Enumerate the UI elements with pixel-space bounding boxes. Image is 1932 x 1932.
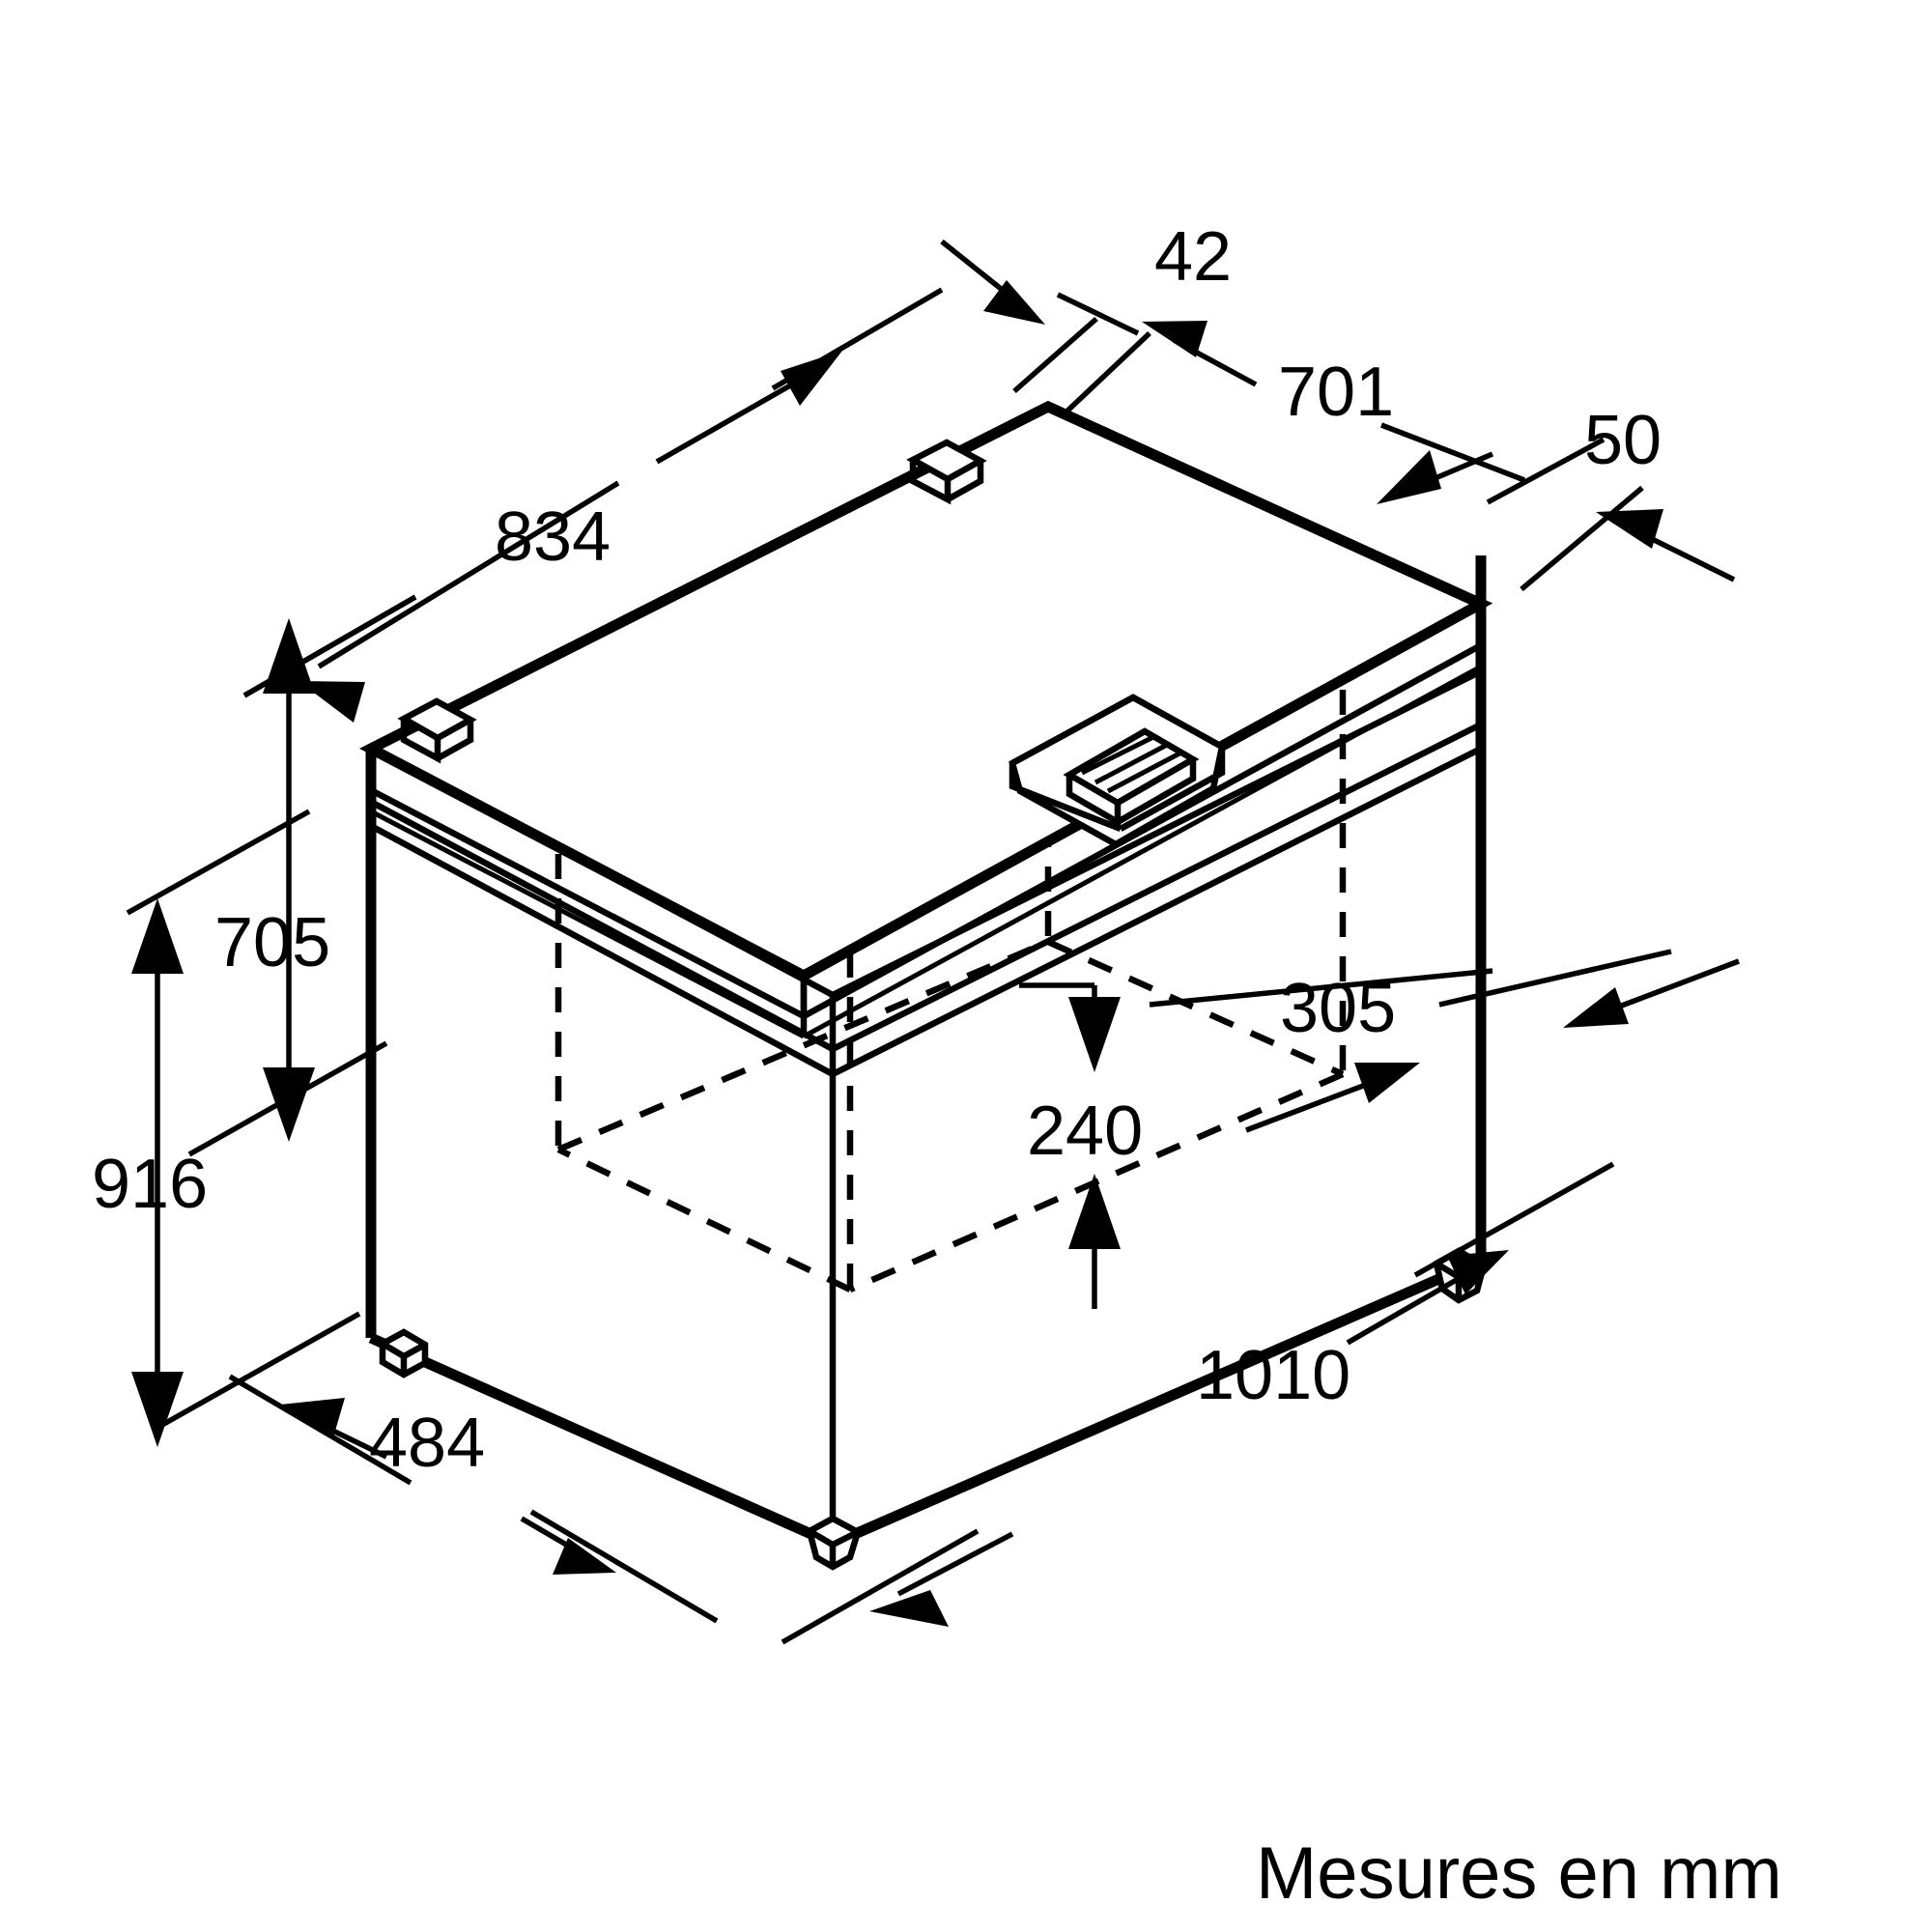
dimension-label-484: 484 bbox=[369, 1405, 485, 1482]
hinge-right bbox=[906, 439, 987, 505]
hinge-left bbox=[397, 697, 477, 764]
foot-left bbox=[379, 1328, 429, 1378]
dimension-484 bbox=[228, 1374, 719, 1624]
dimension-label-1010: 1010 bbox=[1196, 1337, 1350, 1414]
dimension-50 bbox=[1486, 437, 1736, 592]
dimension-42 bbox=[940, 239, 1258, 417]
cabinet-body bbox=[365, 555, 1487, 1549]
dimension-label-50: 50 bbox=[1584, 402, 1662, 479]
dimension-916 bbox=[126, 809, 361, 1447]
dimension-701 bbox=[1056, 292, 1525, 504]
dimension-label-305: 305 bbox=[1280, 970, 1396, 1047]
dimension-label-701: 701 bbox=[1278, 354, 1394, 431]
dimension-label-42: 42 bbox=[1154, 218, 1232, 296]
dimension-label-834: 834 bbox=[495, 498, 611, 576]
dimension-305 bbox=[1149, 949, 1740, 1133]
dimension-240 bbox=[1019, 982, 1121, 1309]
dimension-label-240: 240 bbox=[1027, 1093, 1143, 1170]
foot-front bbox=[806, 1515, 862, 1571]
dimension-label-916: 916 bbox=[92, 1146, 208, 1223]
units-caption: Mesures en mm bbox=[1256, 1833, 1782, 1915]
dimension-1010 bbox=[781, 1161, 1615, 1645]
handle bbox=[1009, 694, 1226, 848]
dimension-label-705: 705 bbox=[214, 904, 330, 981]
dimension-705 bbox=[187, 594, 417, 1157]
